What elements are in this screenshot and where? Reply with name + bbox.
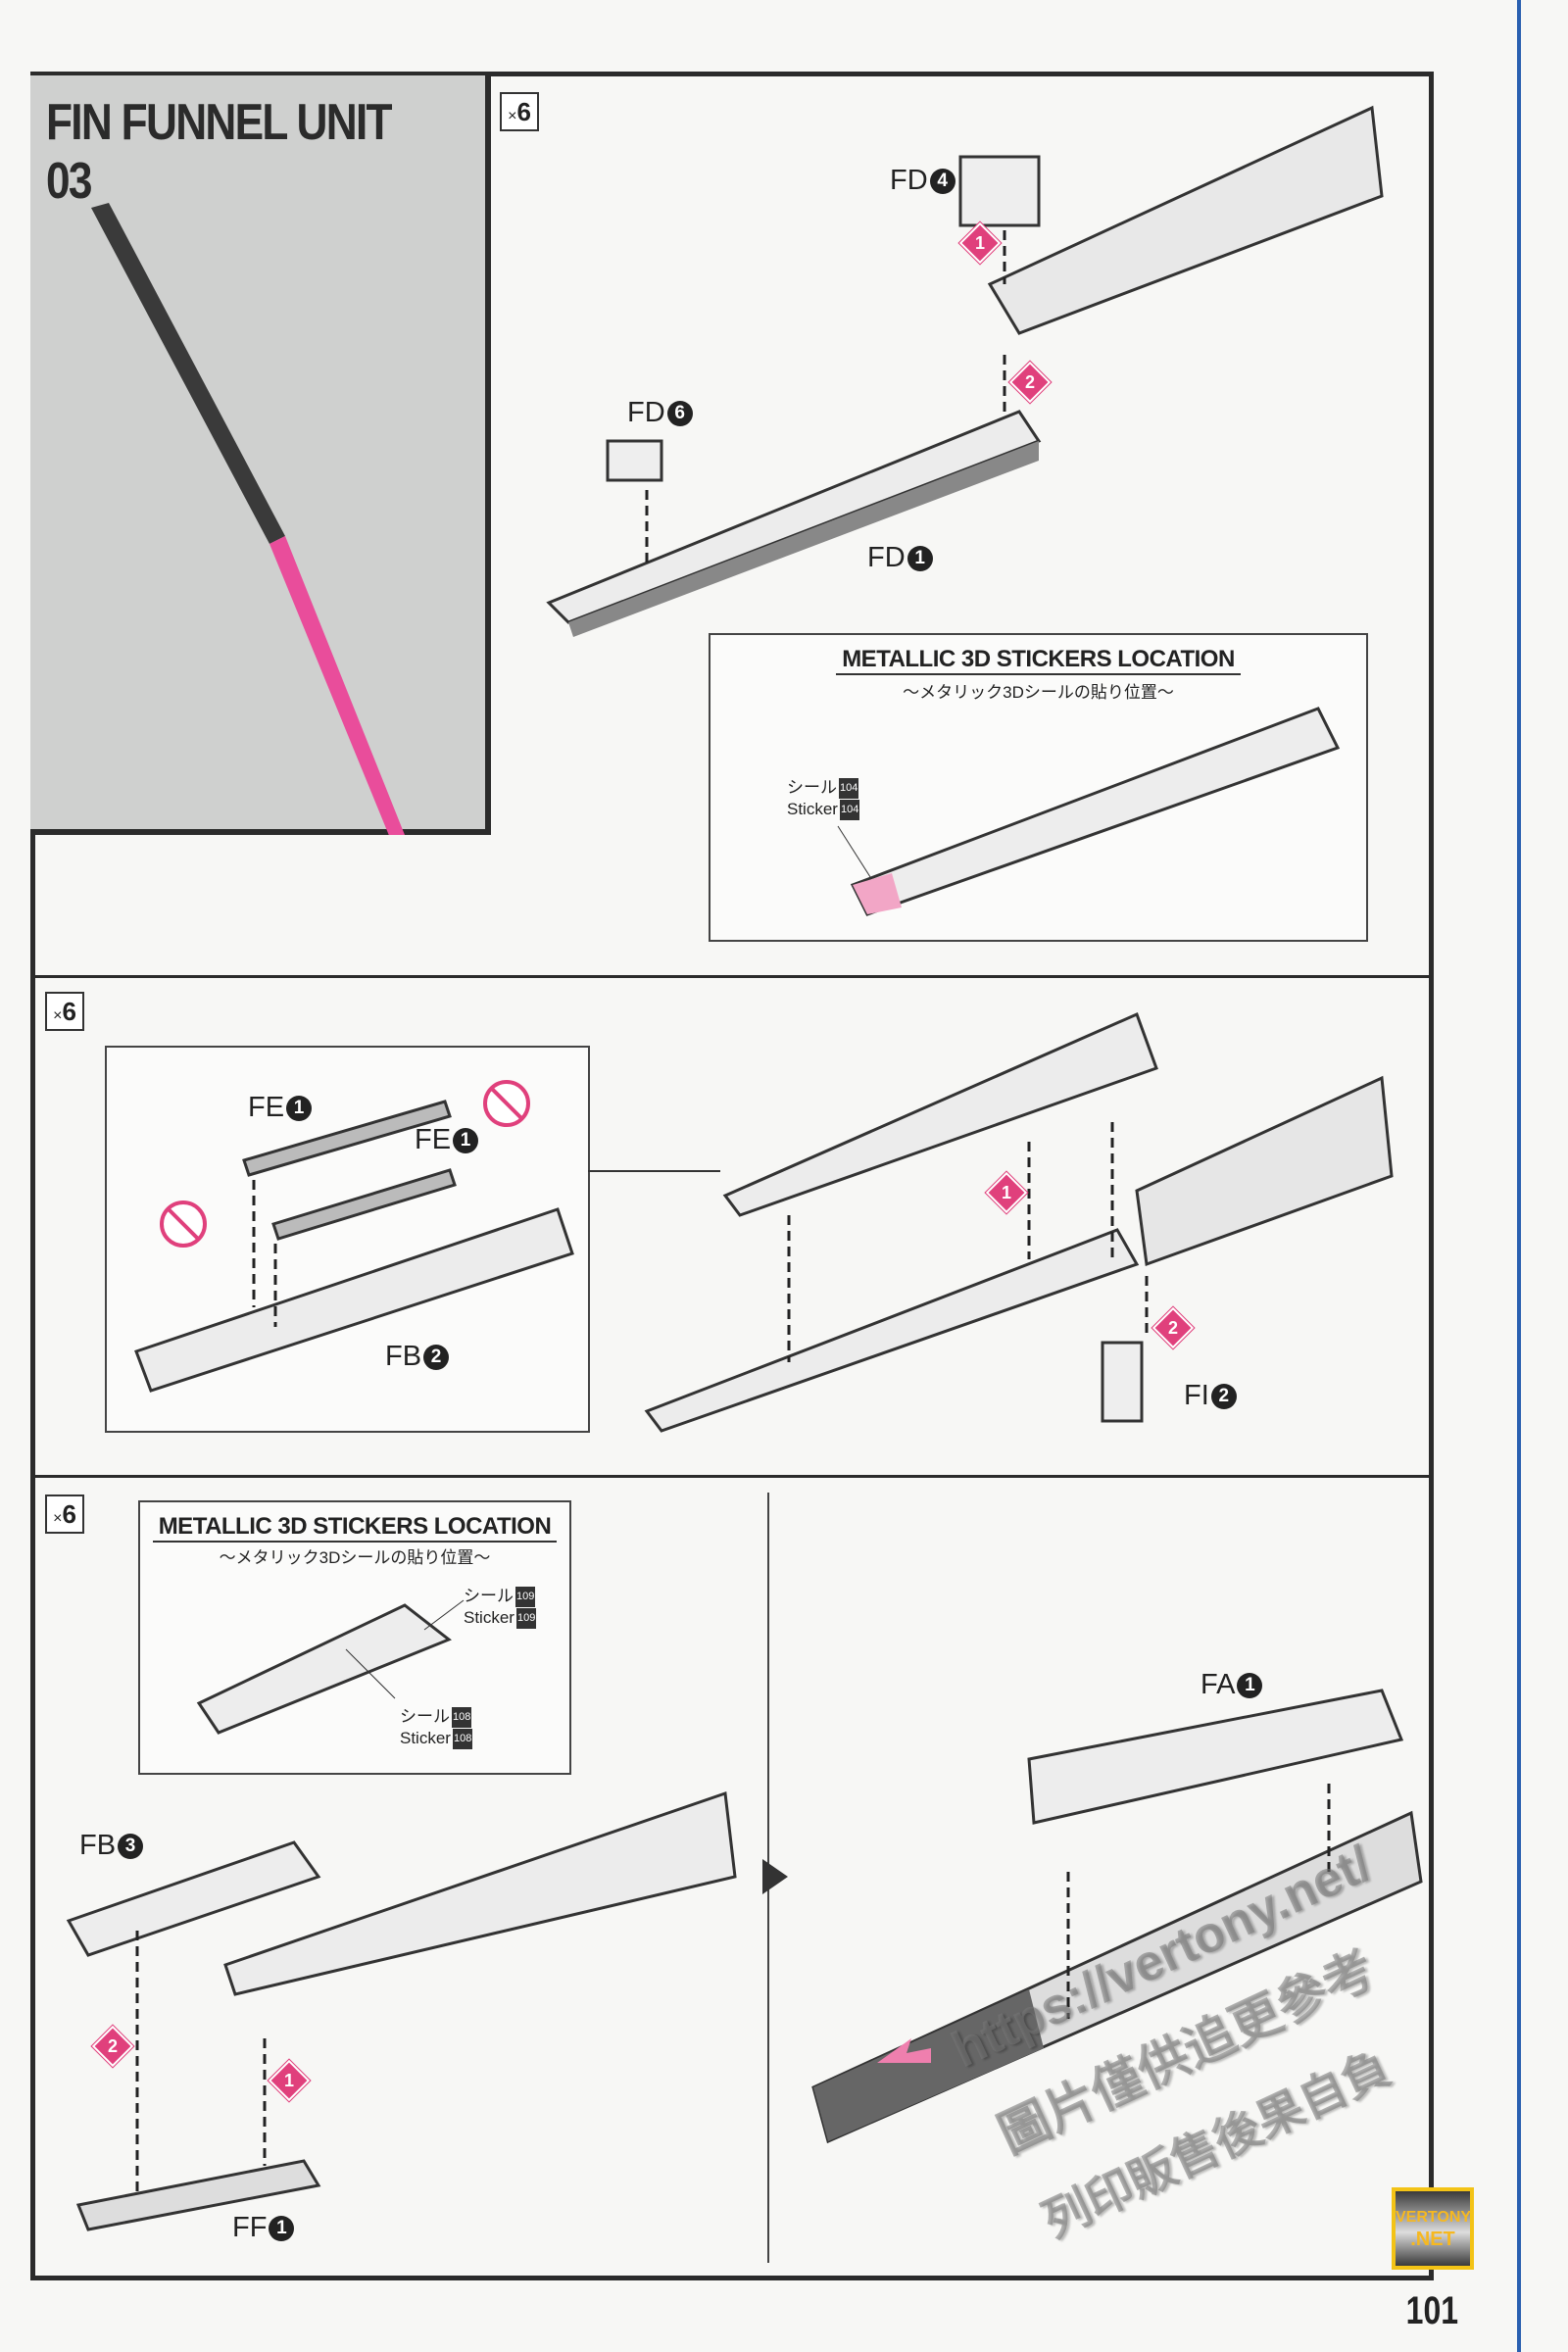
page-number: 101 (1405, 2289, 1459, 2332)
title-panel: FIN FUNNEL UNIT 03 (30, 75, 491, 835)
fe-insertion-illustration (134, 1080, 574, 1393)
sticker-location-box: METALLIC 3D STICKERS LOCATION ～メタリック3Dシー… (709, 633, 1368, 942)
detail-callout-box (105, 1046, 590, 1433)
vertony-logo: VERTONY.NET (1392, 2187, 1474, 2270)
sticker-part-illustration (837, 707, 1341, 916)
page-title: FIN FUNNEL UNIT 03 (46, 94, 393, 210)
section3-right-assembly-illustration (811, 1689, 1423, 2144)
sticker-location-box: METALLIC 3D STICKERS LOCATION ～メタリック3Dシー… (138, 1500, 571, 1775)
page-edge (1517, 0, 1521, 2352)
insert-direction-arrow-icon (877, 2038, 931, 2063)
prohibited-icon (160, 1200, 207, 1248)
fin-funnel-illustration (91, 203, 405, 835)
multiplier-badge: ×6 (500, 92, 539, 131)
sticker-part-illustration (196, 1599, 465, 1735)
sticker-box-title: METALLIC 3D STICKERS LOCATION (140, 1513, 569, 1543)
multiplier-badge: ×6 (45, 1494, 84, 1534)
page-frame (30, 72, 1434, 2280)
sticker-box-subtitle: ～メタリック3Dシールの貼り位置～ (903, 683, 1174, 702)
sticker-box-subtitle: ～メタリック3Dシールの貼り位置～ (219, 1548, 491, 1567)
section-divider (30, 1475, 1434, 1478)
prohibited-icon (483, 1080, 530, 1127)
section1-assembly-illustration (546, 105, 1384, 637)
next-step-arrow-icon (762, 1859, 788, 1894)
sticker-box-title: METALLIC 3D STICKERS LOCATION (710, 646, 1366, 675)
section-divider (30, 975, 1434, 978)
multiplier-badge: ×6 (45, 992, 84, 1031)
section2-assembly-illustration (588, 1011, 1394, 1433)
section3-left-assembly-illustration (66, 1790, 737, 2231)
